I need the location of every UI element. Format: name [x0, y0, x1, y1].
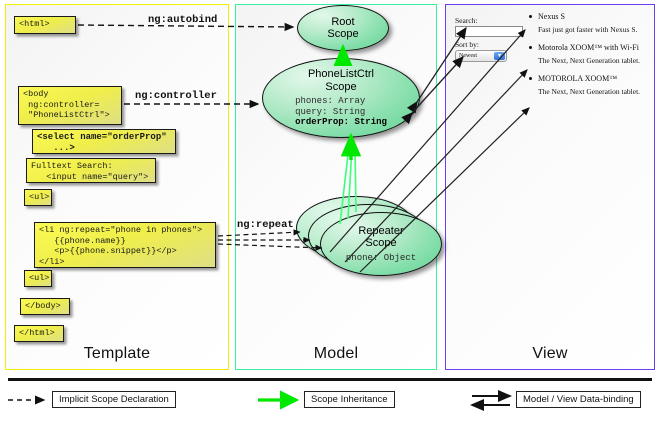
- panel-label-view: View: [532, 345, 568, 362]
- legend-divider: [8, 378, 652, 381]
- list-item[interactable]: MOTOROLA XOOM™ The Next, Next Generation…: [528, 74, 652, 96]
- prop-orderprop: orderProp: String: [295, 117, 387, 128]
- bullet-icon: [529, 77, 532, 80]
- chevron-updown-icon[interactable]: ▾: [494, 52, 505, 60]
- view-sort-selected-value: Newest: [459, 53, 477, 59]
- phone-name: Motorola XOOM™ with Wi-Fi: [538, 43, 639, 52]
- bullet-icon: [529, 46, 532, 49]
- legend-item-scope-inheritance: Scope Inheritance: [304, 391, 395, 408]
- view-phone-list: Nexus S Fast just got faster with Nexus …: [528, 12, 652, 103]
- list-item[interactable]: Nexus S Fast just got faster with Nexus …: [528, 12, 652, 34]
- code-html-open: <html>: [14, 16, 76, 34]
- prop-phone: phone: Object: [345, 252, 417, 263]
- view-search-input[interactable]: [455, 26, 523, 37]
- label-ng-autobind: ng:autobind: [148, 14, 218, 26]
- code-ul-close: <ul>: [24, 270, 52, 287]
- phone-snippet: Fast just got faster with Nexus S.: [538, 25, 638, 34]
- phone-name: MOTOROLA XOOM™: [538, 74, 618, 83]
- code-fulltext-search: Fulltext Search: <input name="query">: [26, 158, 156, 183]
- code-li-repeat: <li ng:repeat="phone in phones"> {{phone…: [34, 222, 216, 268]
- panel-template: [5, 4, 229, 370]
- prop-query: query: String: [295, 106, 366, 117]
- list-item[interactable]: Motorola XOOM™ with Wi-Fi The Next, Next…: [528, 43, 652, 65]
- phone-name: Nexus S: [538, 12, 565, 21]
- code-body-close: </body>: [20, 298, 70, 315]
- code-html-close: </html>: [14, 325, 64, 342]
- code-ul-open: <ul>: [24, 189, 52, 206]
- scope-repeater-props: phone: Object: [346, 253, 416, 264]
- legend: Implicit Scope Declaration Scope Inherit…: [0, 378, 660, 421]
- panel-label-template: Template: [83, 345, 151, 362]
- code-body-open: <body ng:controller= "PhoneListCtrl">: [18, 86, 122, 125]
- phone-snippet: The Next, Next Generation tablet.: [538, 87, 641, 96]
- view-sort-select[interactable]: Newest ▾: [455, 50, 507, 62]
- view-search-label: Search:: [455, 16, 478, 25]
- label-ng-repeat: ng:repeat: [237, 219, 294, 231]
- panel-label-model: Model: [313, 345, 359, 362]
- code-select: <select name="orderProp" ...>: [32, 129, 176, 154]
- scope-phonelistctrl-props: phones: Array query: String orderProp: S…: [295, 96, 387, 128]
- label-ng-controller: ng:controller: [135, 90, 217, 102]
- view-sort-label: Sort by:: [455, 40, 479, 49]
- legend-item-implicit-scope-declaration: Implicit Scope Declaration: [52, 391, 176, 408]
- phone-snippet: The Next, Next Generation tablet.: [538, 56, 641, 65]
- bullet-icon: [529, 15, 532, 18]
- prop-phones: phones: Array: [295, 96, 366, 107]
- legend-item-model-view-databinding: Model / View Data-binding: [516, 391, 641, 408]
